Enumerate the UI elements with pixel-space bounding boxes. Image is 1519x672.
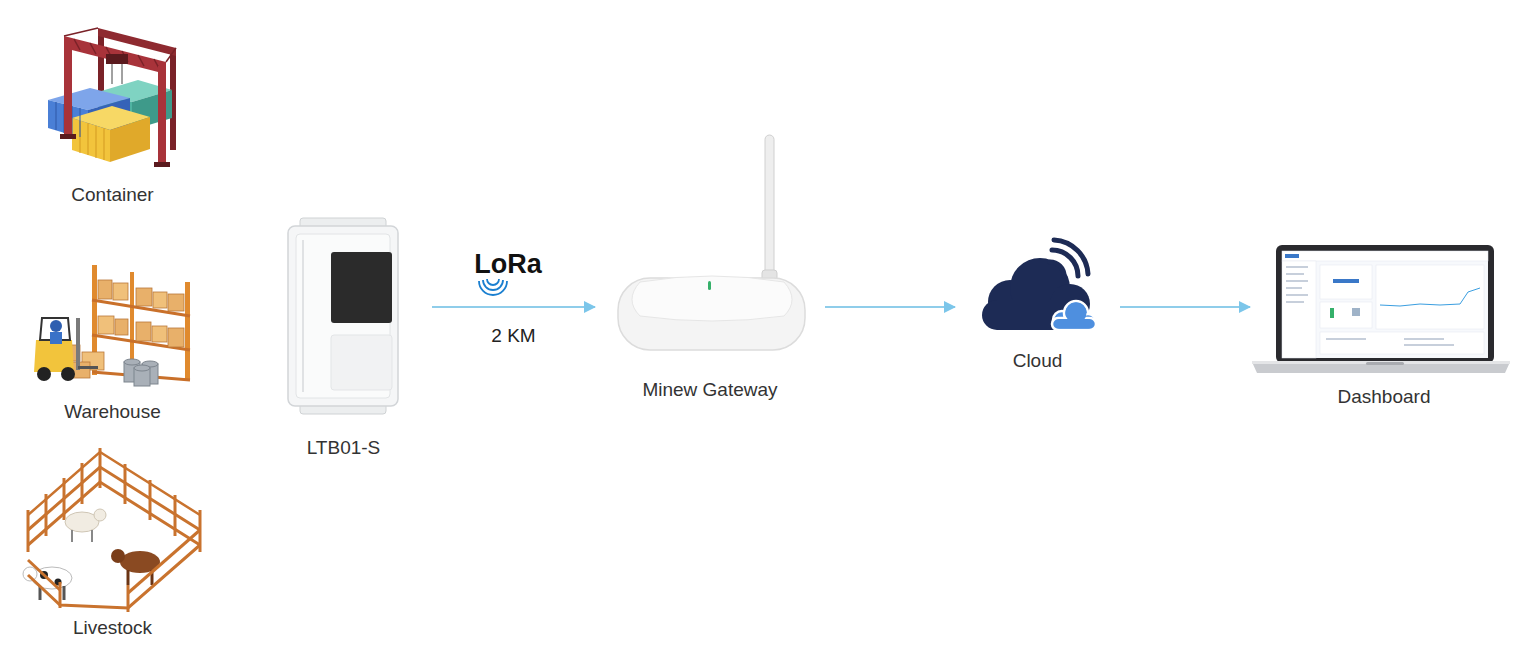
protocol-logo: LoRa: [474, 249, 542, 280]
illustration-node: Container: [30, 25, 195, 206]
illustration-node: Livestock: [25, 475, 200, 639]
flow-arrow: [432, 306, 595, 308]
livestock-illustration: [23, 448, 200, 612]
gateway-device: [618, 135, 805, 350]
flow-arrow: [825, 306, 955, 308]
tracker-device: [288, 218, 398, 414]
node-caption: LTB01-S: [307, 437, 381, 459]
node-caption: Cloud: [1013, 350, 1063, 372]
cloud-icon: [982, 240, 1096, 330]
node-caption: Minew Gateway: [642, 379, 777, 401]
illustration-node: Cloud: [955, 235, 1120, 372]
illustration-node: Warehouse: [25, 255, 200, 423]
illustration-node: Minew Gateway: [595, 130, 825, 401]
illustration-node: LTB01-S: [255, 215, 432, 459]
node-caption: Livestock: [73, 617, 152, 639]
illustration-node: Dashboard: [1250, 240, 1518, 408]
container-illustration: [48, 28, 176, 167]
node-caption: Container: [71, 184, 153, 206]
flow-arrow: [1120, 306, 1250, 308]
laptop-dashboard: [1252, 245, 1510, 373]
node-caption: Warehouse: [64, 401, 160, 423]
warehouse-illustration: [34, 265, 190, 386]
distance-label: 2 KM: [488, 325, 538, 347]
node-caption: Dashboard: [1338, 386, 1431, 408]
lora-waves: [479, 279, 507, 295]
